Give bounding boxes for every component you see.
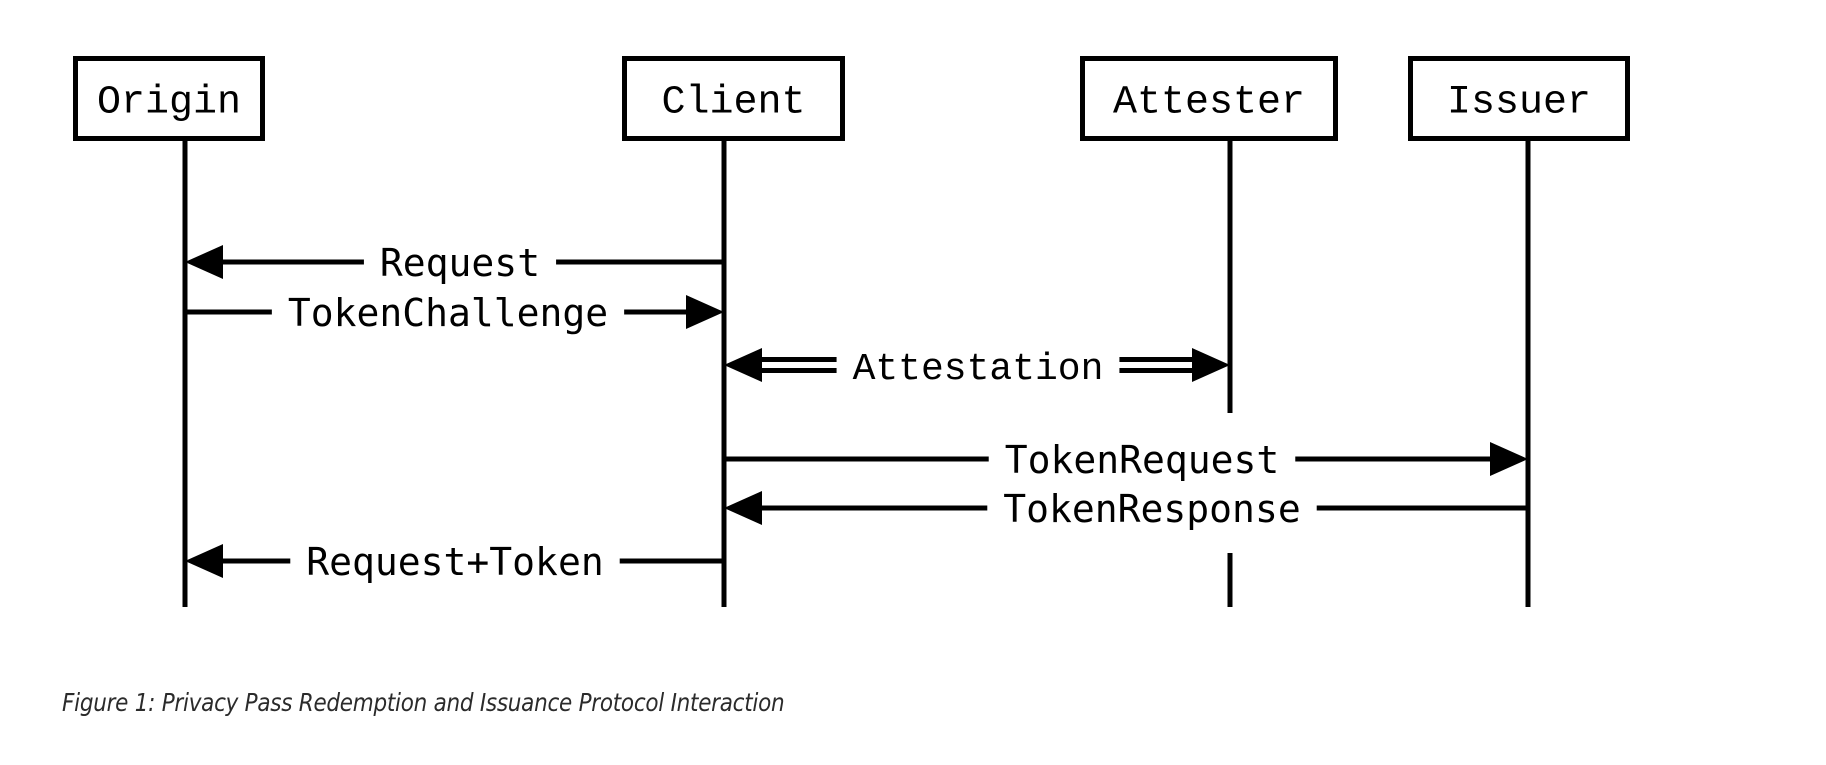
message-token-request[interactable]: TokenRequest <box>724 438 1528 482</box>
message-request[interactable]: Request <box>185 241 724 285</box>
message-attestation[interactable]: Attestation <box>724 348 1230 391</box>
actor-attester[interactable]: Attester <box>1080 56 1338 141</box>
actor-issuer[interactable]: Issuer <box>1408 56 1630 141</box>
message-request-plus-token[interactable]: Request+Token <box>185 540 724 584</box>
message-label: Request+Token <box>306 540 603 584</box>
arrowhead-right <box>1490 442 1528 476</box>
actor-box[interactable] <box>1408 56 1630 141</box>
arrowhead-right <box>1192 348 1230 382</box>
actor-label: Origin <box>97 81 241 126</box>
message-token-challenge[interactable]: TokenChallenge <box>185 291 724 335</box>
message-label: Attestation <box>853 348 1104 391</box>
figure-caption: Figure 1: Privacy Pass Redemption and Is… <box>62 688 785 717</box>
message-label: TokenResponse <box>1003 487 1300 531</box>
actor-label: Issuer <box>1447 81 1591 126</box>
actor-box[interactable] <box>622 56 845 141</box>
message-token-response[interactable]: TokenResponse <box>724 487 1528 531</box>
arrowhead-left <box>185 544 223 578</box>
actor-client[interactable]: Client <box>622 56 845 141</box>
message-label: Request <box>380 241 540 285</box>
actor-origin[interactable]: Origin <box>73 56 265 141</box>
arrowhead-left <box>724 491 762 525</box>
actor-box[interactable] <box>73 56 265 141</box>
arrowhead-left <box>185 245 223 279</box>
message-label: TokenRequest <box>1005 438 1280 482</box>
actor-box[interactable] <box>1080 56 1338 141</box>
arrowhead-left <box>724 348 762 382</box>
arrowhead-right <box>686 295 724 329</box>
actor-label: Attester <box>1113 81 1305 126</box>
actor-label: Client <box>661 81 805 126</box>
message-label: TokenChallenge <box>288 291 608 335</box>
